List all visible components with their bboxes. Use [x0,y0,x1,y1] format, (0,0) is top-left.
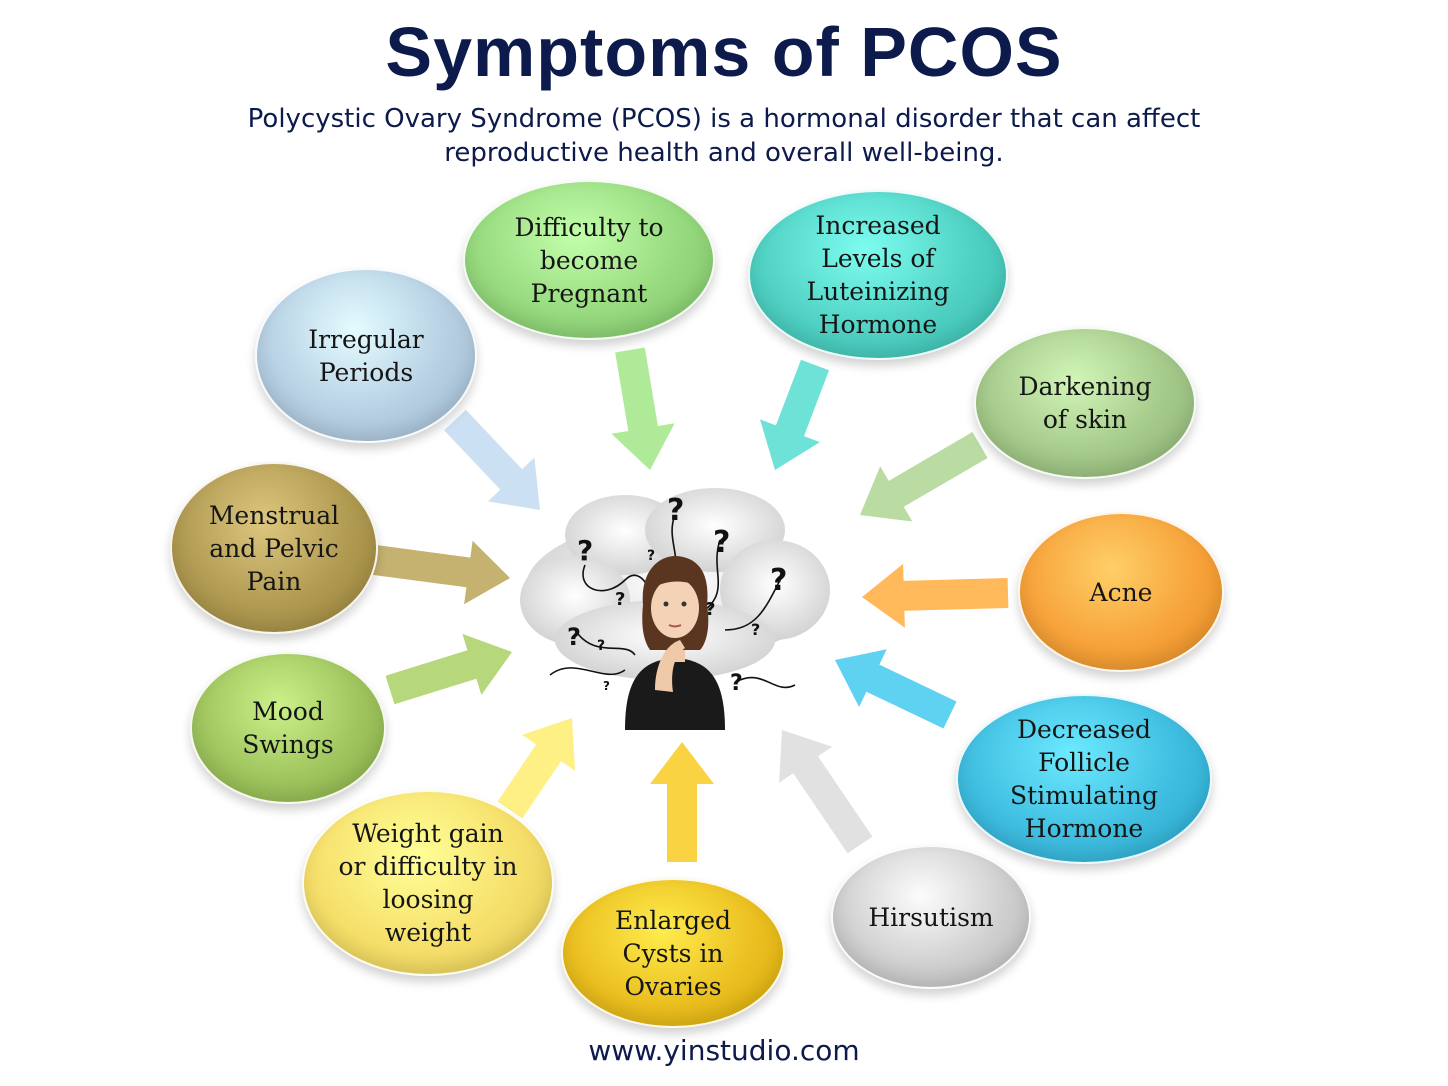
symptom-label: Acne [1089,577,1153,607]
question-mark: ? [713,525,730,560]
symptom-bubble-acne: Acne [1018,512,1224,672]
arrow-irregular-periods [444,409,540,510]
symptom-bubble-menstrual-pelvic-pain: Menstrual and Pelvic Pain [170,462,378,634]
page-title: Symptoms of PCOS [385,13,1063,91]
symptom-bubble-hirsutism: Hirsutism [831,845,1031,989]
arrow-mood-swings [385,633,512,705]
question-mark: ? [730,671,743,696]
squiggle-lines [549,514,796,689]
question-mark: ? [567,623,581,651]
woman-figure [625,555,725,730]
arrow-hirsutism [779,730,873,854]
symptom-bubble-irregular-periods: Irregular Periods [255,268,477,443]
question-mark: ? [667,493,684,528]
symptom-label: Difficulty to become Pregnant [514,212,664,308]
arrow-acne [862,563,1009,628]
footer-url: www.yinstudio.com [588,1034,860,1067]
symptom-label: Decreased Follicle Stimulating Hormone [1009,715,1159,843]
symptom-bubble-enlarged-cysts: Enlarged Cysts in Ovaries [561,878,785,1028]
question-mark: ? [751,620,760,639]
question-marks: ? ? ? ? ? ? ? ? ? ? ? ? [567,493,787,696]
symptom-label: Menstrual and Pelvic Pain [208,500,340,596]
symptom-label: Hirsutism [868,902,994,932]
question-mark: ? [705,599,715,620]
symptom-bubble-increased-lh: Increased Levels of Luteinizing Hormone [748,190,1008,360]
symptom-bubble-weight-gain: Weight gain or difficulty in loosing wei… [302,790,554,976]
arrow-darkening-skin [860,432,988,522]
symptom-label: Mood Swings [242,697,334,759]
question-mark: ? [647,548,655,564]
question-mark: ? [577,534,593,567]
symptom-bubble-decreased-fsh: Decreased Follicle Stimulating Hormone [956,694,1212,864]
arrow-increased-lh [760,359,829,470]
arrow-decreased-fsh [835,649,957,729]
question-mark: ? [615,589,625,610]
question-mark: ? [597,638,605,654]
question-mark: ? [770,563,787,598]
symptom-bubble-difficulty-pregnant: Difficulty to become Pregnant [463,180,715,340]
symptom-label: Weight gain or difficulty in loosing wei… [338,819,518,947]
symptom-bubble-mood-swings: Mood Swings [190,652,386,804]
symptom-label: Irregular Periods [308,324,424,387]
arrow-menstrual-pelvic-pain [373,540,510,605]
arrow-difficulty-pregnant [611,347,675,470]
symptom-bubble-darkening-skin: Darkening of skin [974,327,1196,479]
page-subtitle: Polycystic Ovary Syndrome (PCOS) is a ho… [247,104,1201,168]
arrow-weight-gain [497,718,576,819]
arrow-enlarged-cysts [650,742,714,862]
symptom-label: Increased Levels of Luteinizing Hormone [806,211,950,339]
thinking-woman-icon: ? ? ? ? ? ? ? ? ? ? ? ? [520,488,830,730]
symptom-label: Darkening of skin [1018,372,1152,434]
symptom-label: Enlarged Cysts in Ovaries [614,905,731,1001]
question-mark: ? [603,679,610,693]
